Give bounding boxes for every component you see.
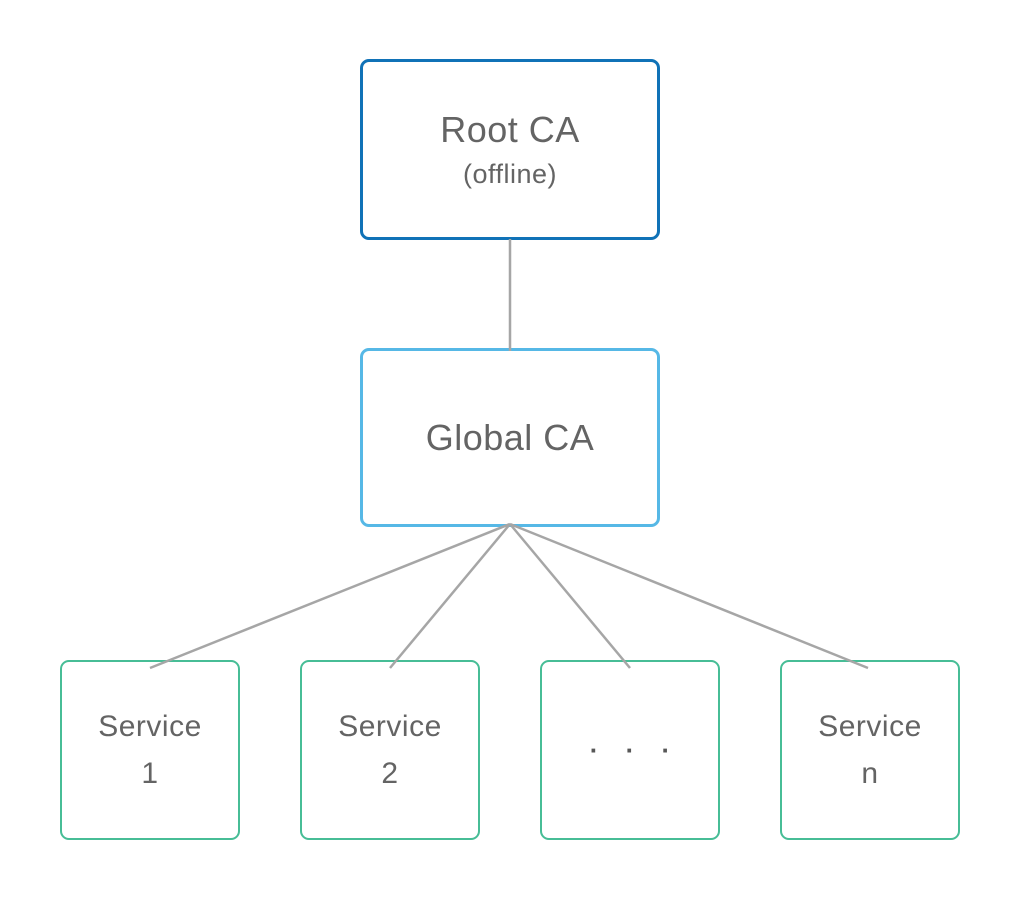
service-n-label-line1: Service <box>818 709 922 743</box>
connector-global-to-service-n <box>509 522 869 670</box>
ellipsis-label: · · · <box>589 734 681 765</box>
service-2-label-line1: Service <box>338 709 442 743</box>
node-root-ca: Root CA (offline) <box>360 59 660 240</box>
service-2-label-line2: 2 <box>381 757 399 790</box>
service-1-label-line2: 1 <box>141 757 159 790</box>
node-ellipsis: · · · <box>540 660 720 840</box>
service-1-label-line1: Service <box>98 709 202 743</box>
connector-global-to-ellipsis <box>509 523 631 669</box>
root-ca-title: Root CA <box>440 109 580 150</box>
service-n-label-line2: n <box>861 757 879 790</box>
node-global-ca: Global CA <box>360 348 660 527</box>
root-ca-offline-label: (offline) <box>462 159 558 189</box>
node-service-n: Service n <box>780 660 960 840</box>
global-ca-title: Global CA <box>425 416 595 458</box>
connector-global-to-service-2 <box>389 523 511 669</box>
connector-global-to-service-1 <box>149 522 511 670</box>
node-service-1: Service 1 <box>60 660 240 840</box>
node-service-2: Service 2 <box>300 660 480 840</box>
